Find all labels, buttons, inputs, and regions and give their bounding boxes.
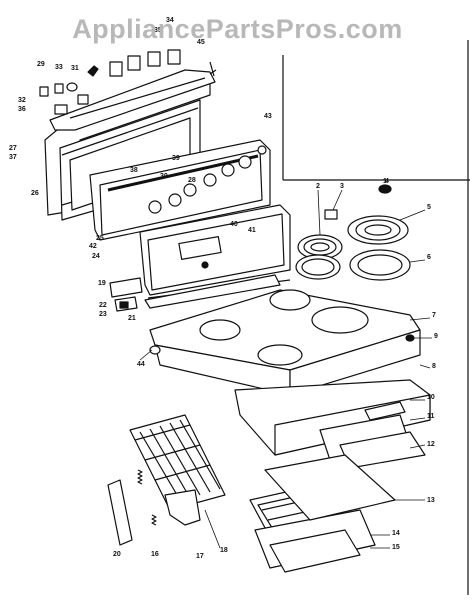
callout-c10: 10: [427, 394, 435, 401]
switch-parts: [40, 62, 216, 114]
callout-c21: 21: [128, 315, 136, 322]
callout-c25: 25: [96, 235, 104, 242]
callout-c37: 37: [9, 154, 17, 161]
front-control-panel: [90, 140, 270, 240]
oven-rack: [130, 415, 225, 510]
callout-c15: 15: [392, 544, 400, 551]
callout-c42: 42: [89, 243, 97, 250]
callout-c30: 30: [160, 173, 168, 180]
screw-part: [150, 346, 160, 354]
callout-c35: 35: [154, 27, 162, 34]
lower-panel: [140, 205, 290, 295]
callout-c11: 11: [427, 413, 435, 420]
callout-c38: 38: [130, 167, 138, 174]
callout-c8: 8: [432, 363, 436, 370]
callout-c17: 17: [196, 553, 204, 560]
callout-c44: 44: [137, 361, 145, 368]
callout-c5: 5: [427, 204, 431, 211]
bottom-small-parts: [108, 470, 200, 545]
callout-c45: 45: [197, 39, 205, 46]
knob-trim: [50, 50, 215, 130]
callout-c9: 9: [434, 333, 438, 340]
callout-c12: 12: [427, 441, 435, 448]
callout-c33: 33: [55, 64, 63, 71]
callout-c34: 34: [166, 17, 174, 24]
callout-c13: 13: [427, 497, 435, 504]
callout-c31: 31: [71, 65, 79, 72]
callout-c36: 36: [18, 106, 26, 113]
callout-c2: 2: [316, 183, 320, 190]
callout-c3: 3: [340, 183, 344, 190]
callout-c1: 1: [383, 178, 387, 185]
callout-c19: 19: [98, 280, 106, 287]
cooktop: [145, 275, 420, 395]
callout-c39: 39: [172, 155, 180, 162]
callout-c22: 22: [99, 302, 107, 309]
callout-c14: 14: [392, 530, 400, 537]
callout-c16: 16: [151, 551, 159, 558]
callout-c20: 20: [113, 551, 121, 558]
callout-c32: 32: [18, 97, 26, 104]
callout-c41: 41: [248, 227, 256, 234]
callout-c6: 6: [427, 254, 431, 261]
callout-c23: 23: [99, 311, 107, 318]
callout-c26: 26: [31, 190, 39, 197]
broiler-pan: [250, 455, 395, 572]
callout-c18: 18: [220, 547, 228, 554]
small-parts-left: [110, 278, 142, 311]
callout-c29: 29: [37, 61, 45, 68]
drawer: [235, 380, 430, 468]
callout-c7: 7: [432, 312, 436, 319]
surface-units: [296, 185, 410, 280]
callout-c43: 43: [264, 113, 272, 120]
callout-c4: 4: [385, 178, 389, 185]
callout-c28: 28: [188, 177, 196, 184]
callout-c24: 24: [92, 253, 100, 260]
callout-c27: 27: [9, 145, 17, 152]
callout-c40: 40: [230, 221, 238, 228]
leader-lines: [140, 190, 432, 548]
